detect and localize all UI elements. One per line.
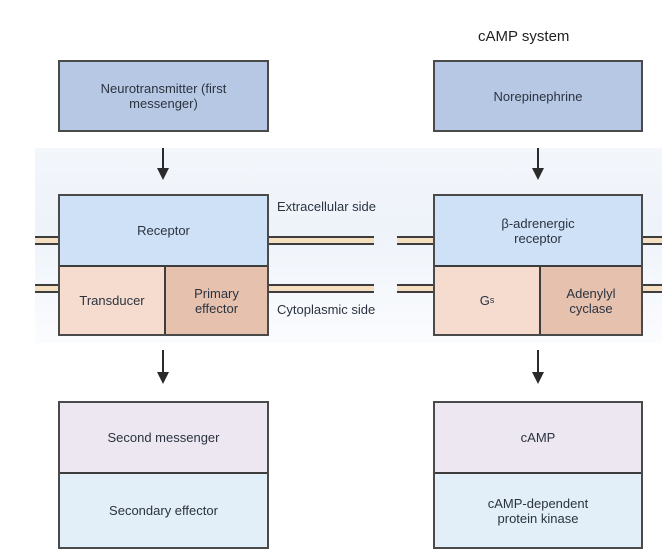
membrane-outer-leaflet-middle [268, 236, 374, 245]
membrane-inner-leaflet-middle [268, 284, 374, 293]
membrane-inner-leaflet-right-out [642, 284, 662, 293]
first-messenger-label: Neurotransmitter (first messenger) [60, 62, 267, 130]
receptor-complex-box: Receptor Transducer Primary effector [58, 194, 269, 336]
arrow-down-icon [532, 350, 544, 386]
adenylyl-cyclase-label: Adenylyl cyclase [541, 267, 641, 334]
camp-dependent-protein-kinase-label: cAMP-dependent protein kinase [435, 474, 641, 547]
extracellular-side-label: Extracellular side [277, 199, 376, 214]
receptor-label: Receptor [60, 196, 267, 265]
primary-effector-label: Primary effector [166, 267, 267, 334]
arrow-down-icon [157, 148, 169, 180]
membrane-outer-leaflet-left [35, 236, 59, 245]
arrow-down-icon [532, 148, 544, 180]
gs-letter: G [479, 293, 490, 308]
gs-subscript: s [489, 295, 495, 305]
camp-box: cAMP cAMP-dependent protein kinase [433, 401, 643, 549]
transducer-label: Transducer [60, 267, 164, 334]
membrane-inner-leaflet-right-in [397, 284, 434, 293]
cytoplasmic-side-label: Cytoplasmic side [277, 302, 376, 317]
beta-adrenergic-receptor-label: β-adrenergic receptor [435, 196, 641, 265]
norepinephrine-box: Norepinephrine [433, 60, 643, 132]
second-messenger-box: Second messenger Secondary effector [58, 401, 269, 549]
secondary-effector-label: Secondary effector [60, 474, 267, 547]
membrane-outer-leaflet-right-out [642, 236, 662, 245]
norepinephrine-label: Norepinephrine [435, 62, 641, 130]
second-messenger-label: Second messenger [60, 403, 267, 472]
membrane-inner-leaflet-left [35, 284, 59, 293]
camp-label: cAMP [435, 403, 641, 472]
membrane-outer-leaflet-right-in [397, 236, 434, 245]
arrow-down-icon [157, 350, 169, 386]
first-messenger-box: Neurotransmitter (first messenger) [58, 60, 269, 132]
camp-system-title: cAMP system [478, 28, 570, 45]
